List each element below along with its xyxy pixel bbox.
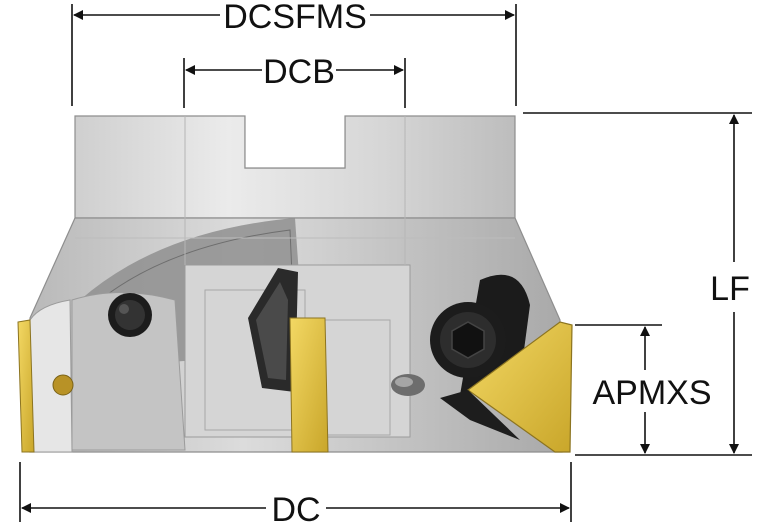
apmxs-label: APMXS xyxy=(592,374,711,412)
drive-slot xyxy=(245,116,345,168)
dc-label: DC xyxy=(271,491,320,523)
dcb-label: DCB xyxy=(263,53,335,91)
dimension-lines xyxy=(19,4,752,522)
left-insert xyxy=(17,319,35,453)
lf-label: LF xyxy=(710,270,750,308)
dcsfms-label: DCSFMS xyxy=(223,0,367,36)
right-insert xyxy=(466,321,573,453)
left-clamp-screw xyxy=(108,293,152,337)
center-insert xyxy=(289,317,329,453)
left-wedge xyxy=(71,292,186,451)
hex-socket-icon xyxy=(451,321,485,359)
left-coolant-hole xyxy=(52,374,74,396)
